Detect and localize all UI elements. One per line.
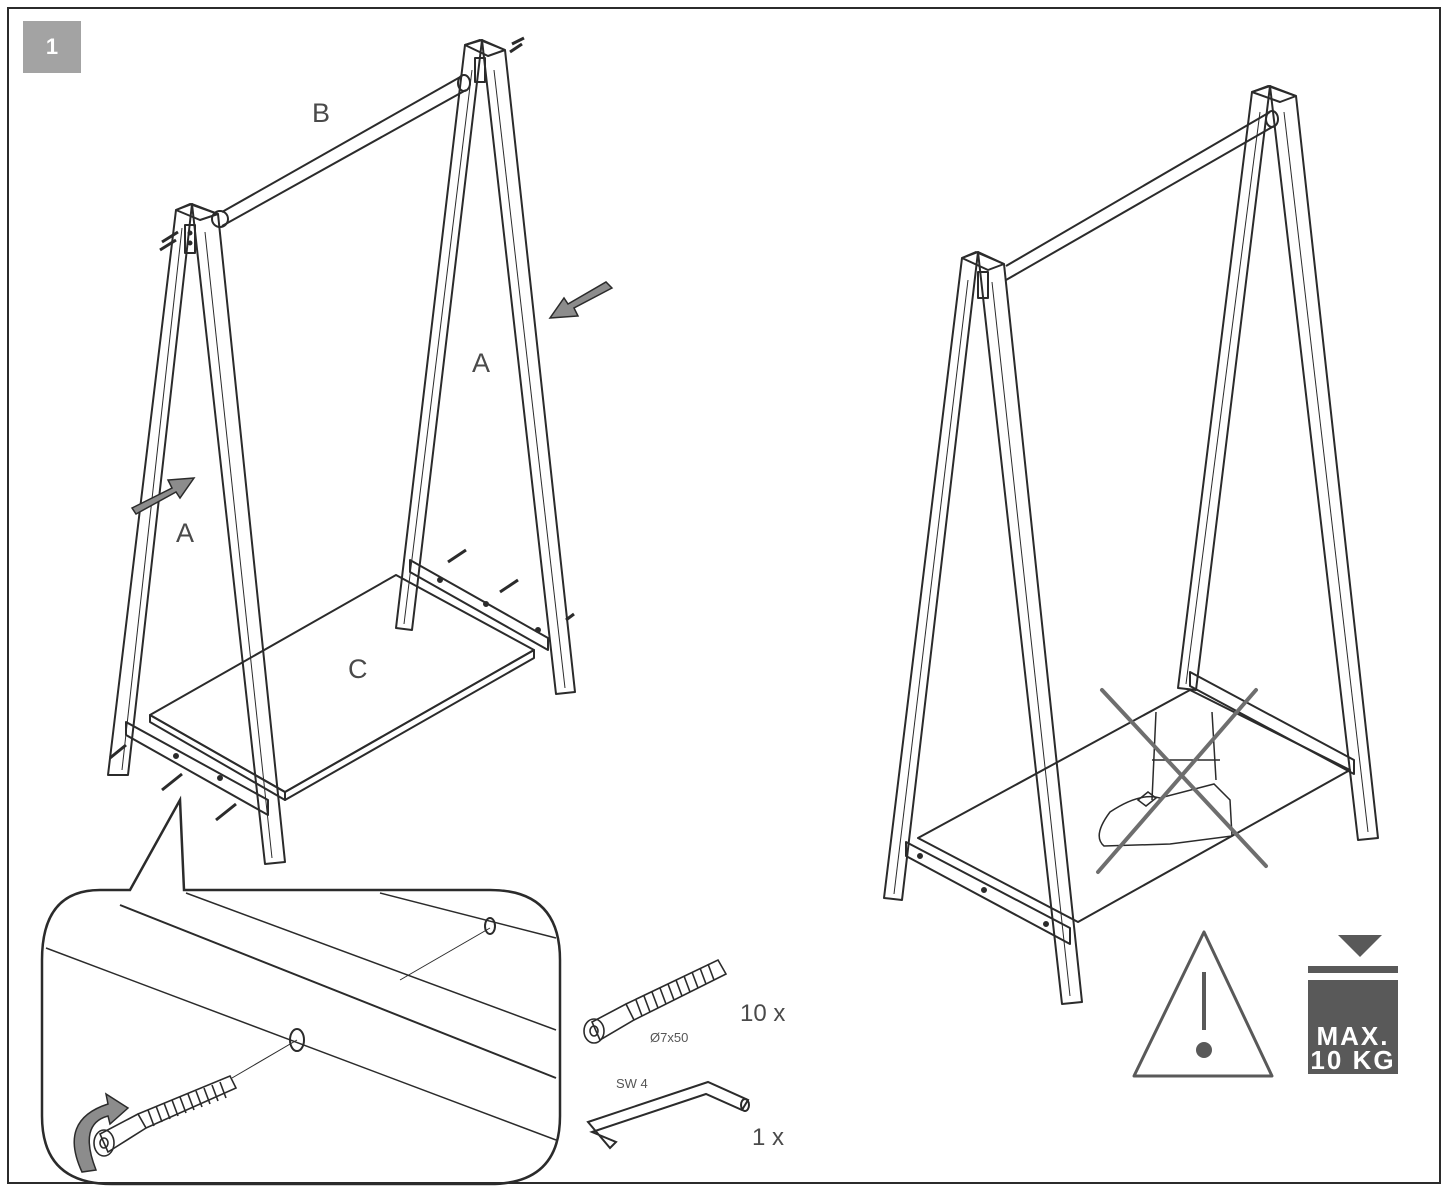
assembly-screws [109, 36, 575, 822]
part-label-a-right: A [472, 348, 491, 378]
max-weight-line2: 10 KG [1310, 1045, 1396, 1075]
top-bar-b [211, 74, 471, 228]
screw-size-label: Ø7x50 [650, 1030, 689, 1045]
shelf-c [149, 574, 535, 801]
assembled-rack [883, 85, 1379, 1005]
push-arrow-icon [130, 477, 196, 515]
hex-screw-icon [583, 958, 728, 1044]
warning-triangle-icon [1132, 930, 1274, 1078]
rotate-arrow-icon [73, 1092, 130, 1173]
weight-bar [1308, 966, 1398, 973]
weight-limit-icon: MAX. 10 KG [1308, 935, 1398, 1074]
page-frame [7, 7, 1441, 1184]
right-frame-a [395, 39, 576, 695]
part-label-c: C [348, 654, 368, 684]
push-arrow-icon [548, 281, 614, 319]
wrench-quantity: 1 x [752, 1124, 785, 1151]
weight-down-arrow [1338, 935, 1382, 957]
max-weight-block: MAX. 10 KG [1308, 980, 1398, 1074]
detail-callout [40, 795, 562, 1186]
shelf-rails [125, 559, 549, 816]
detail-screw-icon [93, 1074, 238, 1157]
step-number-badge: 1 [23, 21, 81, 73]
max-weight-line1: MAX. [1316, 1021, 1390, 1051]
wrench-size-label: SW 4 [616, 1076, 648, 1091]
part-label-a-left: A [176, 518, 195, 548]
left-frame-a [107, 203, 286, 865]
part-label-b: B [312, 98, 331, 128]
screw-quantity: 10 x [740, 1000, 786, 1027]
detail-rail [45, 892, 557, 1141]
no-standing-icon [1098, 711, 1233, 847]
allen-key-icon [586, 1080, 750, 1150]
